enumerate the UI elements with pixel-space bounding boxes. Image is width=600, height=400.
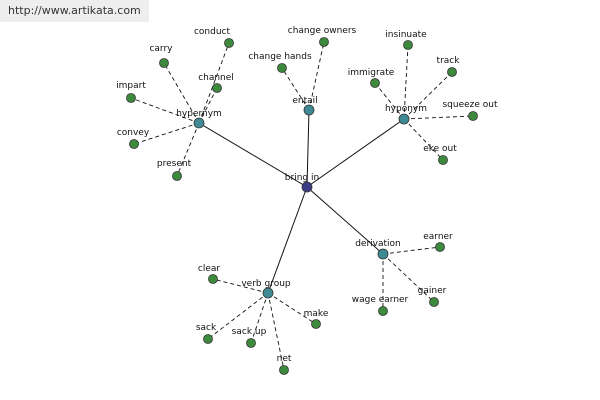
edge-hyponym-squeezeout	[403, 115, 474, 120]
edge-center-entail	[306, 109, 310, 188]
relation-node-verbgroup[interactable]	[262, 287, 274, 299]
edge-derivation-earner	[382, 246, 441, 255]
relation-label-derivation: derivation	[355, 239, 401, 249]
edge-verbgroup-sackup	[250, 292, 269, 344]
word-label-change-hands: change hands	[248, 52, 312, 62]
edge-entail-changehands	[281, 67, 310, 111]
word-node-wageearner[interactable]	[378, 306, 388, 316]
word-label-conduct: conduct	[194, 27, 231, 37]
word-node-sack[interactable]	[203, 334, 213, 344]
edge-hyponym-immigrate	[374, 82, 405, 120]
edge-hypernym-convey	[133, 122, 200, 145]
word-label-sack: sack	[196, 323, 217, 333]
word-node-make[interactable]	[311, 319, 321, 329]
word-label-make: make	[304, 309, 329, 319]
edge-verbgroup-make	[267, 292, 317, 325]
edge-derivation-gainer	[382, 253, 435, 303]
word-label-gainer: gainer	[418, 286, 447, 296]
edge-verbgroup-clear	[212, 278, 269, 294]
word-node-changeowners[interactable]	[319, 37, 329, 47]
word-label-impart: impart	[116, 81, 146, 91]
relation-node-entail[interactable]	[303, 104, 315, 116]
center-word-label: bring in	[285, 173, 319, 183]
word-node-convey[interactable]	[129, 139, 139, 149]
relation-label-hyponym: hyponym	[385, 104, 427, 114]
word-node-present[interactable]	[172, 171, 182, 181]
edge-verbgroup-sack	[207, 292, 269, 340]
edge-center-hypernym	[198, 122, 308, 188]
word-label-wage-earner: wage earner	[352, 295, 409, 305]
word-label-track: track	[437, 56, 461, 66]
edge-hypernym-conduct	[198, 42, 230, 124]
word-label-channel: channel	[198, 73, 234, 83]
word-label-change-owners: change owners	[288, 26, 357, 36]
word-label-squeeze-out: squeeze out	[442, 100, 498, 110]
word-label-clear: clear	[198, 264, 221, 274]
edge-center-verbgroup	[267, 186, 308, 294]
word-label-earner: earner	[423, 232, 453, 242]
edge-hypernym-present	[176, 122, 200, 177]
word-node-net[interactable]	[279, 365, 289, 375]
word-node-ekeout[interactable]	[438, 155, 448, 165]
word-node-clear[interactable]	[208, 274, 218, 284]
word-node-immigrate[interactable]	[370, 78, 380, 88]
edge-hypernym-carry	[163, 62, 200, 124]
edge-verbgroup-net	[267, 292, 285, 371]
center-word-node[interactable]	[301, 181, 313, 193]
word-node-channel[interactable]	[212, 83, 222, 93]
edge-center-hyponym	[306, 118, 405, 188]
relation-node-derivation[interactable]	[377, 248, 389, 260]
word-node-carry[interactable]	[159, 58, 169, 68]
word-label-convey: convey	[117, 128, 150, 138]
word-node-squeezeout[interactable]	[468, 111, 478, 121]
word-label-eke-out: eke out	[423, 144, 457, 154]
word-node-changehands[interactable]	[277, 63, 287, 73]
word-node-insinuate[interactable]	[403, 40, 413, 50]
word-label-sack-up: sack up	[232, 327, 267, 337]
word-label-present: present	[157, 159, 192, 169]
word-node-earner[interactable]	[435, 242, 445, 252]
edge-center-derivation	[306, 186, 384, 255]
edge-hyponym-ekeout	[403, 118, 444, 161]
relation-label-entail: entail	[292, 96, 317, 106]
word-label-carry: carry	[149, 44, 173, 54]
site-url[interactable]: http://www.artikata.com	[0, 0, 149, 22]
relation-label-verbgroup: verb group	[241, 279, 291, 289]
word-node-gainer[interactable]	[429, 297, 439, 307]
relation-node-hypernym[interactable]	[193, 117, 205, 129]
word-label-net: net	[277, 354, 292, 364]
word-node-track[interactable]	[447, 67, 457, 77]
edge-hypernym-impart	[130, 97, 200, 124]
word-node-impart[interactable]	[126, 93, 136, 103]
word-label-insinuate: insinuate	[385, 30, 427, 40]
word-node-sackup[interactable]	[246, 338, 256, 348]
word-node-conduct[interactable]	[224, 38, 234, 48]
word-label-immigrate: immigrate	[348, 68, 395, 78]
relation-label-hypernym: hypernym	[176, 109, 222, 119]
edge-hyponym-insinuate	[403, 44, 409, 120]
relation-node-hyponym[interactable]	[398, 113, 410, 125]
edge-entail-changeowners	[308, 41, 325, 111]
